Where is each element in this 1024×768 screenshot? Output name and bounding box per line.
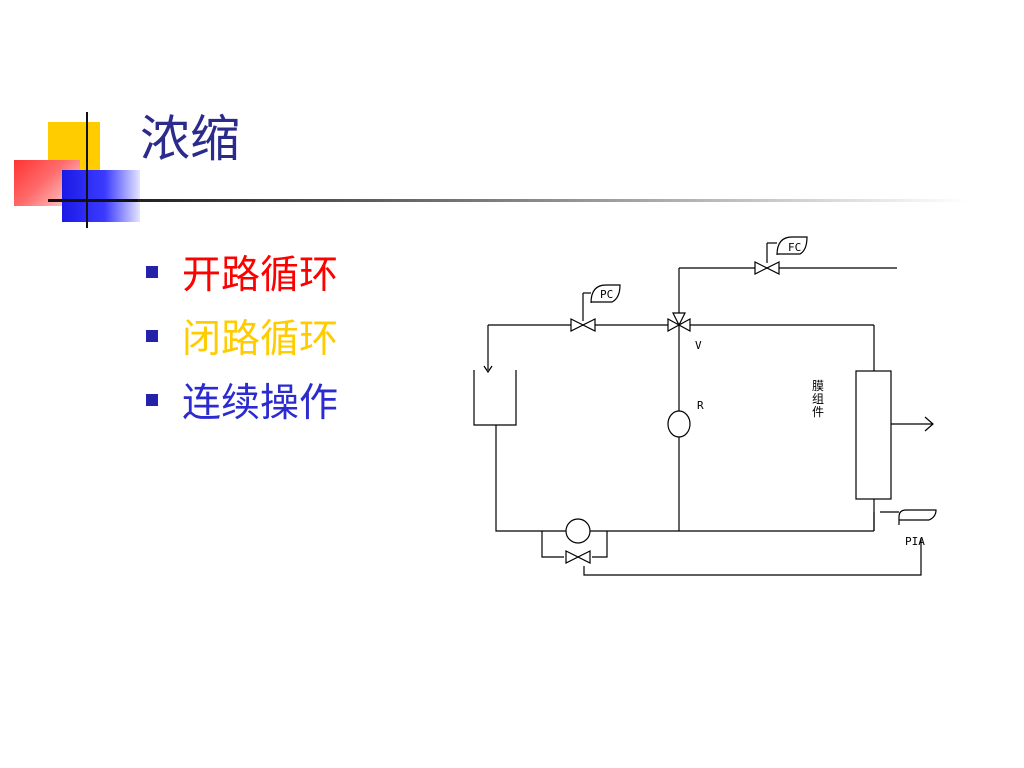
decor-horizontal-line [48,199,138,202]
bullet-list: 开路循环 闭路循环 连续操作 [146,240,338,432]
bullet-square-icon [146,266,158,278]
slide-title: 浓缩 [140,110,240,168]
bullet-item-open-loop: 开路循环 [146,240,338,304]
title-underline [138,199,968,202]
decor-blue-square [62,170,140,222]
pump-bypass [541,531,608,558]
process-flow-diagram: FC PC V R 膜 组 件 PIA [473,236,937,576]
bullet-text: 闭路循环 [182,317,339,362]
bullet-square-icon [146,394,158,406]
bullet-item-closed-loop: 闭路循环 [146,304,338,368]
decor-vertical-line [86,112,88,228]
r-label: R [697,399,704,412]
pia-instrument [898,509,937,525]
fc-valve-icon [754,261,780,275]
permeate-arrowhead [924,416,934,432]
fc-controller [776,236,808,256]
membrane-label-3: 件 [812,405,824,419]
bullet-text: 开路循环 [182,253,339,298]
pia-label: PIA [905,535,925,548]
arrowhead-down [483,365,493,374]
tank [473,370,517,426]
recirculation-return [583,538,922,576]
flowmeter-r-icon [667,410,691,438]
v-label: V [695,339,702,352]
three-way-valve-icon [667,312,691,333]
pc-controller [590,284,621,304]
membrane-label-1: 膜 [812,379,824,393]
bullet-square-icon [146,330,158,342]
pc-valve-icon [570,318,596,332]
pump-icon [565,518,591,544]
fc-label: FC [788,241,801,254]
bullet-item-continuous: 连续操作 [146,368,338,432]
bypass-valve-icon [565,550,591,564]
membrane-module [855,370,892,500]
tank-outlet-pipe [495,425,874,532]
pc-label: PC [600,288,613,301]
bullet-text: 连续操作 [182,381,339,426]
membrane-label-2: 组 [812,392,824,406]
